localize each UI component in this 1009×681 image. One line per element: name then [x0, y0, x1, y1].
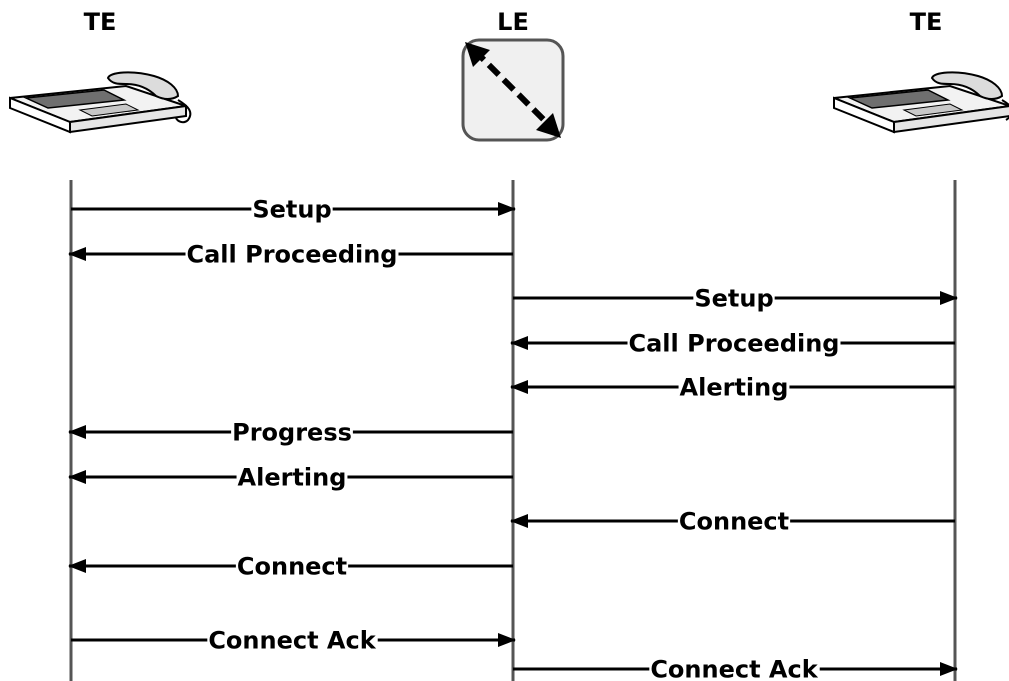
message-label-background [693, 292, 775, 304]
message-arrow: Alerting [68, 464, 513, 492]
message-label-background [677, 515, 791, 527]
message-label: Progress [232, 419, 352, 447]
message-arrow: Call Proceeding [68, 241, 513, 269]
message-label-background [649, 663, 820, 675]
message-label: Connect Ack [208, 627, 376, 655]
message-label: Alerting [680, 374, 789, 402]
message-arrow: Connect [510, 508, 955, 536]
message-label: Setup [694, 285, 773, 313]
message-label-background [236, 471, 348, 483]
entity-label-te-left: TE [84, 8, 117, 36]
message-label-background [207, 634, 378, 646]
message-arrow: Progress [68, 419, 513, 447]
message-label-background [678, 381, 790, 393]
message-label: Call Proceeding [187, 241, 398, 269]
telephone-icon [833, 71, 1009, 134]
message-label: Connect [237, 553, 347, 581]
message-arrow: Setup [513, 285, 958, 313]
message-label: Connect Ack [650, 656, 818, 681]
exchange-switch-icon [461, 38, 565, 142]
message-arrow: Setup [71, 196, 516, 224]
message-label: Connect [679, 508, 789, 536]
message-label-background [627, 337, 841, 349]
telephone-icon [9, 71, 192, 134]
message-label-background [235, 560, 349, 572]
message-label-background [251, 203, 333, 215]
message-arrow: Connect Ack [71, 627, 516, 655]
message-arrow: Alerting [510, 374, 955, 402]
message-label: Setup [252, 196, 331, 224]
message-arrow: Connect [68, 553, 513, 581]
entity-label-te-right: TE [910, 8, 943, 36]
message-arrow: Call Proceeding [510, 330, 955, 358]
message-label: Call Proceeding [629, 330, 840, 358]
entity-label-le: LE [497, 8, 529, 36]
message-label: Alerting [238, 464, 347, 492]
message-label-background [185, 248, 399, 260]
message-label-background [231, 426, 353, 438]
message-arrow: Connect Ack [513, 656, 958, 681]
